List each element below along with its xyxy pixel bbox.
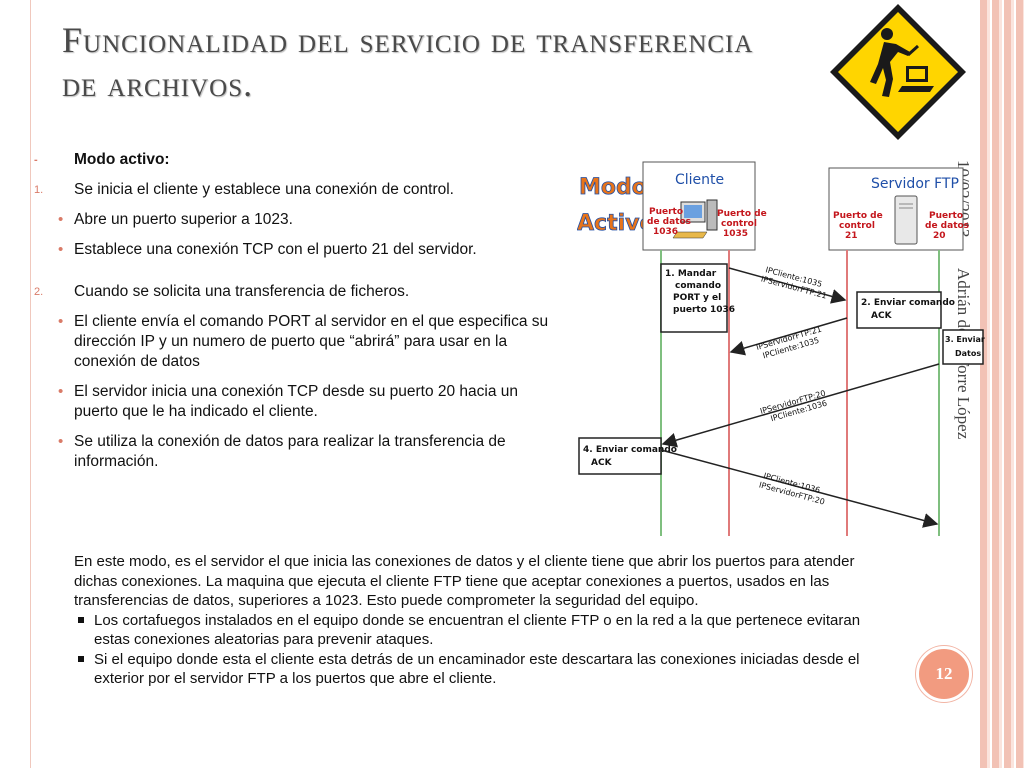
- bullet-item: 1. Se inicia el cliente y establece una c…: [32, 180, 562, 200]
- decorative-stripes: [980, 0, 1024, 768]
- bullet-text: Modo activo:: [74, 151, 170, 168]
- client-data-port: Puerto de datos 1036: [647, 207, 694, 237]
- arrow3-labels: IPServidorFTP:20 IPCliente:1036: [759, 389, 828, 424]
- bullet-marker: •: [58, 211, 64, 228]
- server-icon: [894, 195, 918, 245]
- bullet-text: Se inicia el cliente y establece una con…: [74, 181, 454, 198]
- step1-label: 1. Mandar comando PORT y el puerto 1036: [665, 269, 735, 315]
- slide-title: Funcionalidad del servicio de transferen…: [62, 20, 754, 104]
- construction-worker-sign-icon: [830, 4, 966, 140]
- bullet-marker: •: [58, 241, 64, 258]
- bullet-item: • Se utiliza la conexión de datos para re…: [32, 432, 562, 472]
- bullet-item: - Modo activo:: [32, 150, 562, 170]
- paragraph-item: Si el equipo donde esta el cliente esta …: [74, 650, 874, 689]
- server-data-port: Puerto de datos 20: [925, 211, 972, 241]
- bullet-marker: •: [58, 383, 64, 400]
- bullet-text: Establece una conexión TCP con el puerto…: [74, 241, 477, 258]
- bullet-text: El cliente envía el comando PORT al serv…: [74, 313, 549, 370]
- bullet-item: 2. Cuando se solicita una transferencia d…: [32, 282, 562, 302]
- arrow1-labels: IPCliente:1035 IPServidorFTP:21: [760, 265, 828, 300]
- bullet-text: Abre un puerto superior a 1023.: [74, 211, 293, 228]
- server-title: Servidor FTP: [871, 176, 959, 192]
- bullet-list: - Modo activo: 1. Se inicia el cliente y es…: [32, 150, 562, 482]
- explanation-paragraph: En este modo, es el servidor el que inic…: [74, 552, 874, 689]
- client-control-port: Puerto de control 1035: [717, 209, 770, 239]
- left-frame-line: [30, 0, 31, 768]
- bullet-marker: 1.: [34, 184, 44, 196]
- bullet-marker: 2.: [34, 286, 44, 298]
- mode-label-line1: Modo: [579, 175, 647, 200]
- computer-icon: [672, 199, 718, 239]
- arrow2-labels: IPServidorFTP:21 IPCliente:1035: [755, 325, 823, 361]
- bullet-item: • Establece una conexión TCP con el puert…: [32, 240, 562, 260]
- bullet-item: • El cliente envía el comando PORT al ser…: [32, 312, 562, 372]
- bullet-item: • El servidor inicia una conexión TCP des…: [32, 382, 562, 422]
- ftp-active-mode-diagram: Modo Activo Cliente Puerto de datos 1036…: [577, 161, 987, 536]
- step4-label: 4. Enviar comando ACK: [583, 445, 680, 468]
- paragraph-intro: En este modo, es el servidor el que inic…: [74, 553, 855, 609]
- step2-label: 2. Enviar comando ACK: [861, 298, 958, 321]
- arrow4-labels: IPCliente:1036 IPServidorFTP:20: [758, 471, 826, 506]
- bullet-marker: -: [34, 154, 38, 166]
- bullet-text: Cuando se solicita una transferencia de …: [74, 283, 410, 300]
- mode-label-line2: Activo: [577, 211, 655, 236]
- bullet-marker: •: [58, 433, 64, 450]
- bullet-item: • Abre un puerto superior a 1023.: [32, 210, 562, 230]
- bullet-text: Se utiliza la conexión de datos para rea…: [74, 433, 506, 470]
- server-control-port: Puerto de control 21: [833, 211, 886, 241]
- step3-label: 3. Enviar Datos: [945, 335, 987, 358]
- paragraph-item: Los cortafuegos instalados en el equipo …: [74, 611, 874, 650]
- page-number-badge: 12: [916, 646, 972, 702]
- bullet-marker: •: [58, 313, 64, 330]
- bullet-text: El servidor inicia una conexión TCP desd…: [74, 383, 519, 420]
- client-title: Cliente: [675, 172, 724, 188]
